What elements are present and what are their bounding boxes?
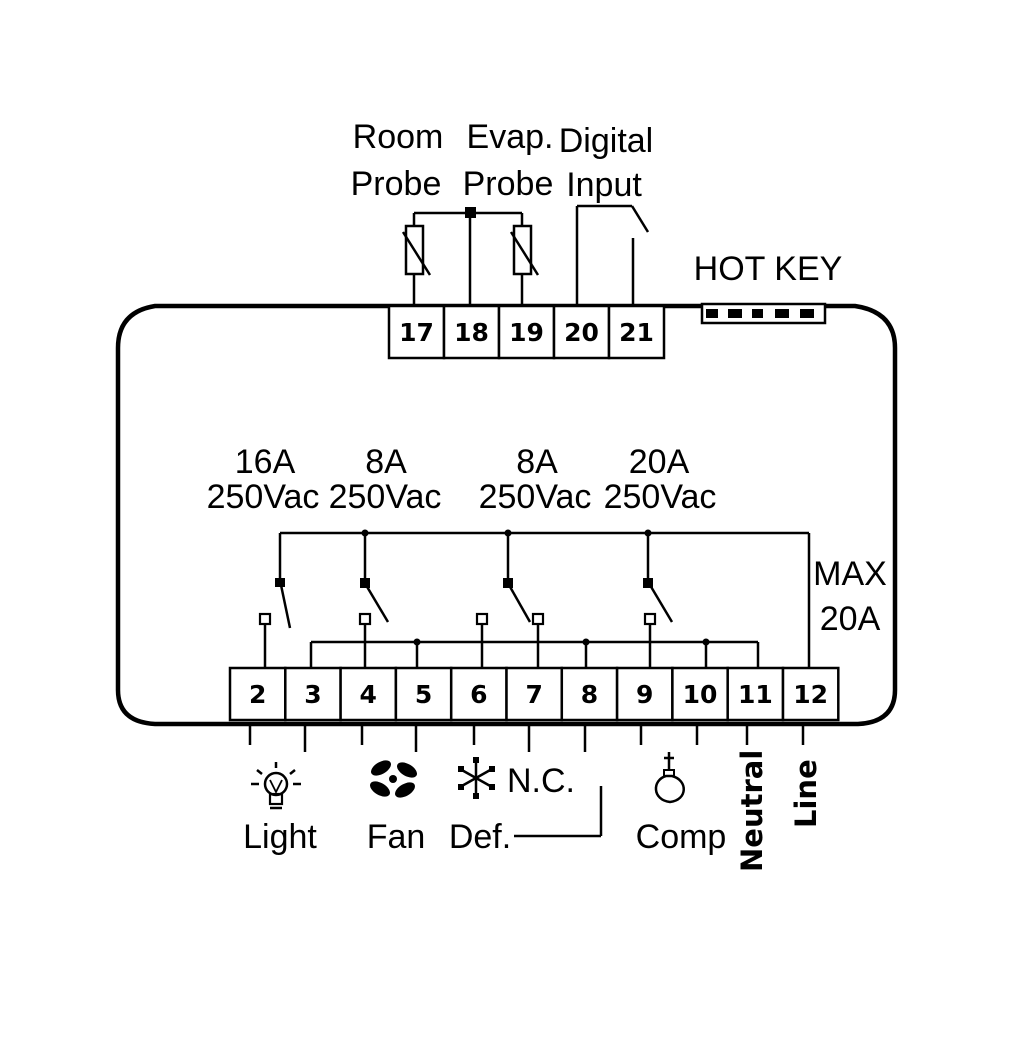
line-label: Line bbox=[789, 759, 823, 828]
max-rating-label-2: 20A bbox=[820, 600, 881, 638]
light-bulb-icon bbox=[251, 762, 301, 810]
def-label: Def. bbox=[449, 818, 511, 856]
bottom-terminal-4 bbox=[339, 666, 398, 722]
probe-wiring bbox=[401, 207, 540, 306]
bottom-terminal-10 bbox=[671, 666, 729, 722]
rating-def-volts: 250Vac bbox=[479, 478, 592, 516]
rating-light-volts: 250Vac bbox=[207, 478, 320, 516]
bottom-terminal-2 bbox=[228, 666, 287, 722]
bottom-terminal-number: 5 bbox=[415, 680, 432, 709]
lead-wires bbox=[248, 724, 805, 838]
bottom-terminal-9 bbox=[615, 666, 674, 722]
digital-input-wiring bbox=[575, 204, 650, 306]
top-terminal-number: 20 bbox=[564, 318, 599, 347]
top-terminal-block: 17 18 19 20 21 bbox=[387, 304, 666, 360]
bottom-terminal-number: 8 bbox=[581, 680, 598, 709]
hot-key-connector bbox=[700, 302, 827, 325]
bottom-terminal-number: 6 bbox=[470, 680, 487, 709]
bottom-terminal-number: 2 bbox=[249, 680, 266, 709]
top-terminal-21 bbox=[607, 304, 666, 360]
top-terminal-number: 18 bbox=[454, 318, 489, 347]
compressor-icon bbox=[654, 752, 685, 804]
bottom-terminal-7 bbox=[505, 666, 564, 722]
bottom-terminal-number: 12 bbox=[793, 680, 828, 709]
bottom-terminal-number: 10 bbox=[683, 680, 718, 709]
hot-key-label: HOT KEY bbox=[694, 250, 843, 288]
bottom-terminal-block: 2 3 4 5 6 7 8 9 10 11 12 bbox=[228, 666, 840, 722]
top-terminal-number: 21 bbox=[619, 318, 654, 347]
evap-probe-label-2: Probe bbox=[463, 165, 554, 203]
nc-label: N.C. bbox=[507, 762, 575, 800]
top-terminal-18 bbox=[442, 304, 501, 360]
top-terminal-number: 17 bbox=[399, 318, 434, 347]
rating-fan-volts: 250Vac bbox=[329, 478, 442, 516]
bottom-terminal-number: 9 bbox=[636, 680, 653, 709]
digital-input-label-1: Digital bbox=[559, 122, 653, 160]
room-probe-label-2: Probe bbox=[351, 165, 442, 203]
bottom-terminal-number: 11 bbox=[738, 680, 773, 709]
room-probe-label-1: Room bbox=[353, 118, 444, 156]
bottom-terminal-11 bbox=[726, 666, 785, 722]
light-label: Light bbox=[243, 818, 317, 856]
bottom-terminal-12 bbox=[781, 666, 840, 722]
evap-probe-label-1: Evap. bbox=[467, 118, 554, 156]
rating-def-amps: 8A bbox=[516, 443, 558, 481]
comp-label: Comp bbox=[636, 818, 727, 856]
fan-icon bbox=[370, 760, 417, 798]
digital-input-label-2: Input bbox=[566, 166, 642, 204]
defrost-snowflake-icon bbox=[458, 757, 495, 799]
top-terminal-number: 19 bbox=[509, 318, 544, 347]
rating-comp-volts: 250Vac bbox=[604, 478, 717, 516]
bottom-terminal-number: 7 bbox=[525, 680, 542, 709]
rating-fan-amps: 8A bbox=[365, 443, 407, 481]
bottom-terminal-number: 4 bbox=[360, 680, 377, 709]
bottom-terminal-number: 3 bbox=[304, 680, 321, 709]
relay-wiring bbox=[258, 529, 811, 668]
fan-label: Fan bbox=[367, 818, 426, 856]
rating-comp-amps: 20A bbox=[629, 443, 690, 481]
neutral-label: Neutral bbox=[735, 750, 769, 872]
rating-light-amps: 16A bbox=[235, 443, 296, 481]
max-rating-label-1: MAX bbox=[813, 555, 887, 593]
bottom-terminal-3 bbox=[284, 666, 342, 722]
controller-housing bbox=[115, 303, 898, 727]
